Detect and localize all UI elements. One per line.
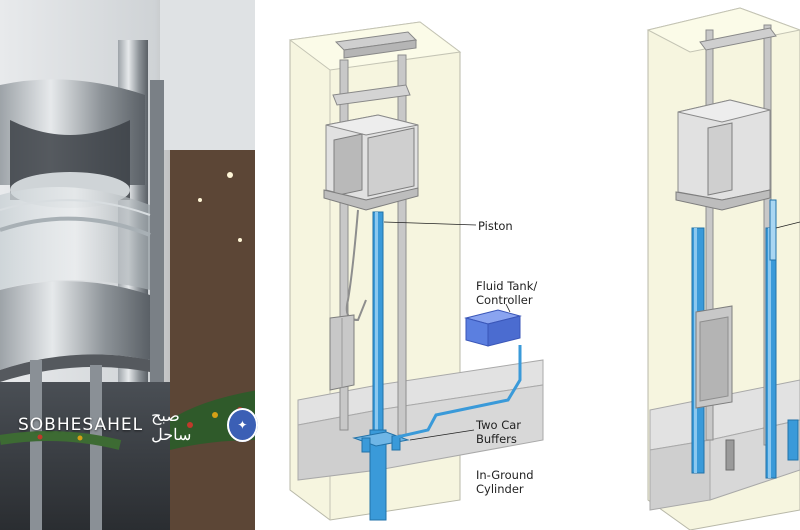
label-cylinder-line2: Cylinder xyxy=(476,482,524,496)
watermark: SOBHESAHEL صبح ساحل ✦ xyxy=(18,406,258,444)
label-cylinder-line1: In-Ground xyxy=(476,468,534,482)
watermark-script: صبح ساحل xyxy=(151,406,192,444)
label-buffers-line1: Two Car xyxy=(476,418,522,432)
telescopic-diagram-illustration xyxy=(646,7,800,530)
elevator-photo-illustration xyxy=(0,0,258,530)
elevator-photo: SOBHESAHEL صبح ساحل ✦ xyxy=(0,0,258,530)
label-piston: Piston xyxy=(478,219,513,233)
label-buffers: Two Car Buffers xyxy=(476,418,521,446)
watermark-logo-icon: ✦ xyxy=(226,408,258,442)
hydraulic-diagram: Piston Fluid Tank/ Controller Two Car Bu… xyxy=(258,0,630,530)
label-fluid-tank-line2: Controller xyxy=(476,293,533,307)
label-fluid-tank-line1: Fluid Tank/ xyxy=(476,279,538,293)
label-buffers-line2: Buffers xyxy=(476,432,517,446)
label-fluid-tank: Fluid Tank/ Controller xyxy=(476,279,537,307)
telescopic-diagram xyxy=(630,0,800,530)
hydraulic-diagram-illustration xyxy=(288,21,544,521)
watermark-text: SOBHESAHEL xyxy=(18,415,144,435)
label-cylinder: In-Ground Cylinder xyxy=(476,468,534,496)
